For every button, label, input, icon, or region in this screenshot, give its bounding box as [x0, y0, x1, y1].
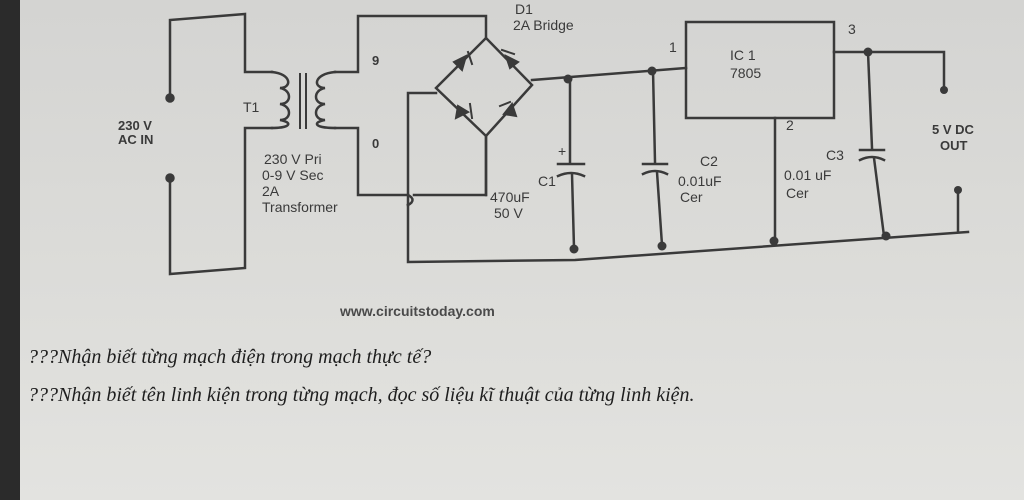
c1-plus-sign: + — [558, 143, 566, 159]
c1-designator: C1 — [538, 173, 556, 189]
transformer-spec-secondary: 0-9 V Sec — [262, 167, 323, 183]
bridge-rectifier-d1 — [434, 36, 534, 138]
website-credit: www.circuitstoday.com — [339, 303, 495, 319]
transformer-spec-primary: 230 V Pri — [264, 151, 322, 167]
ac-in-label: AC IN — [118, 132, 153, 147]
c1-capacitance: 470uF — [490, 189, 530, 205]
c3-type: Cer — [786, 185, 809, 201]
bridge-rating: 2A Bridge — [513, 17, 574, 33]
ac-terminal-bottom — [165, 173, 175, 183]
circuit-diagram: T1 230 V AC IN 9 0 230 V Pri 0-9 V Sec 2… — [118, 1, 975, 319]
transformer-spec-name: Transformer — [262, 199, 338, 215]
tap-9-label: 9 — [372, 53, 379, 68]
c2-type: Cer — [680, 189, 703, 205]
c1-voltage: 50 V — [494, 205, 523, 221]
ac-input-wiring — [165, 12, 274, 276]
question-2: ???Nhận biết tên linh kiện trong từng mạ… — [28, 384, 695, 406]
transformer-label: T1 — [243, 99, 260, 115]
question-1: ???Nhận biết từng mạch điện trong mạch t… — [28, 346, 432, 368]
ic-designator: IC 1 — [730, 47, 756, 63]
document-page: T1 230 V AC IN 9 0 230 V Pri 0-9 V Sec 2… — [20, 0, 1024, 500]
tap-0-label: 0 — [372, 136, 379, 151]
transformer-t1 — [270, 70, 337, 130]
transformer-spec-current: 2A — [262, 183, 280, 199]
ac-terminal-top — [165, 93, 175, 103]
junction-dots — [563, 47, 962, 254]
ac-in-voltage-label: 230 V — [118, 118, 152, 133]
output-voltage-label: 5 V DC — [932, 122, 975, 137]
ic-pin-2: 2 — [786, 117, 794, 133]
output-label: OUT — [940, 138, 968, 153]
bridge-designator: D1 — [515, 1, 533, 17]
ic1-7805 — [684, 20, 836, 120]
capacitor-c1 — [556, 78, 586, 250]
ic-pin-3: 3 — [848, 21, 856, 37]
c2-capacitance: 0.01uF — [678, 173, 722, 189]
c3-capacitance: 0.01 uF — [784, 167, 831, 183]
c2-designator: C2 — [700, 153, 718, 169]
c3-designator: C3 — [826, 147, 844, 163]
capacitor-c3 — [858, 50, 886, 238]
capacitor-c2 — [641, 68, 669, 247]
ic-part-number: 7805 — [730, 65, 761, 81]
ic-pin-1: 1 — [669, 39, 677, 55]
